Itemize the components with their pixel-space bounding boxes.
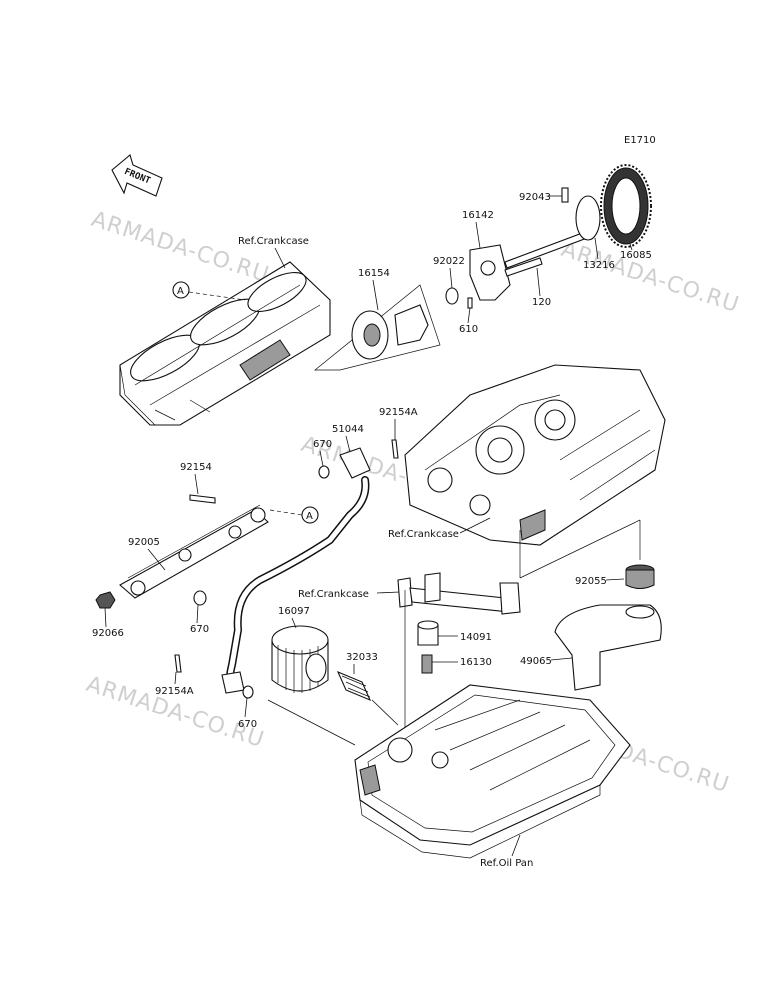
callout-a-lower: A xyxy=(269,506,319,524)
part-92154A-bottom: 92154A xyxy=(155,686,194,697)
oil-pan-drawing xyxy=(354,684,631,859)
pipe-end-fitting xyxy=(221,671,245,694)
part-92022: 92022 xyxy=(433,256,465,267)
oring-670-top xyxy=(318,465,330,479)
pin-92043 xyxy=(561,187,569,203)
part-92005: 92005 xyxy=(128,537,160,548)
callout-a-upper-letter: A xyxy=(177,286,184,297)
oil-pipe-fitting-drawing xyxy=(397,572,521,615)
callout-a-upper: A xyxy=(172,281,246,301)
watermark-1: ARMADA-CO.RU xyxy=(88,207,272,288)
part-670-mid: 670 xyxy=(190,624,209,635)
bolt-92154A-bottom xyxy=(174,654,182,673)
part-16085: 16085 xyxy=(620,250,652,261)
ref-crankcase-right: Ref.Crankcase xyxy=(388,529,459,540)
part-670-top: 670 xyxy=(313,439,332,450)
part-16154: 16154 xyxy=(358,268,390,279)
part-120: 120 xyxy=(532,297,551,308)
part-16142: 16142 xyxy=(462,210,494,221)
part-92043: 92043 xyxy=(519,192,551,203)
part-14091: 14091 xyxy=(460,632,492,643)
part-32033: 32033 xyxy=(346,652,378,663)
crankcase-upper-drawing xyxy=(119,261,331,426)
cap-92055 xyxy=(625,564,655,589)
pipe-32033 xyxy=(336,670,372,702)
sprocket-16085 xyxy=(600,164,652,248)
ref-crankcase-mid: Ref.Crankcase xyxy=(298,589,369,600)
oil-pipe-92005 xyxy=(119,504,269,599)
part-16097: 16097 xyxy=(278,606,310,617)
crankcase-right-drawing xyxy=(404,364,666,546)
oring-670-bottom xyxy=(242,685,254,699)
pipe-fitting-51044 xyxy=(339,447,371,479)
bolt-120 xyxy=(504,257,543,277)
oil-pump-rotors-drawing xyxy=(314,284,441,371)
nut-92066 xyxy=(95,591,116,609)
part-92154: 92154 xyxy=(180,462,212,473)
oil-filter-16097 xyxy=(271,625,329,693)
front-arrow-icon: FRONT xyxy=(111,154,163,197)
part-49065: 49065 xyxy=(520,656,552,667)
pin-610 xyxy=(467,297,473,309)
part-16130: 16130 xyxy=(460,657,492,668)
bolt-92154A-top xyxy=(391,439,399,459)
oring-670-mid xyxy=(193,590,207,606)
part-51044: 51044 xyxy=(332,424,364,435)
callout-a-lower-letter: A xyxy=(306,511,313,522)
bolt-92154 xyxy=(189,494,216,504)
part-670-bottom: 670 xyxy=(238,719,257,730)
ref-oil-pan: Ref.Oil Pan xyxy=(480,858,533,869)
oil-strainer-49065 xyxy=(554,604,662,691)
part-92055: 92055 xyxy=(575,576,607,587)
ref-crankcase-top: Ref.Crankcase xyxy=(238,236,309,247)
part-610: 610 xyxy=(459,324,478,335)
part-13216: 13216 xyxy=(583,260,615,271)
part-92154A-top: 92154A xyxy=(379,407,418,418)
diagram-code: E1710 xyxy=(624,135,656,146)
part-92066: 92066 xyxy=(92,628,124,639)
valve-16130 xyxy=(421,654,433,674)
washer-92022 xyxy=(445,287,459,305)
assembly-line-right xyxy=(519,519,641,579)
